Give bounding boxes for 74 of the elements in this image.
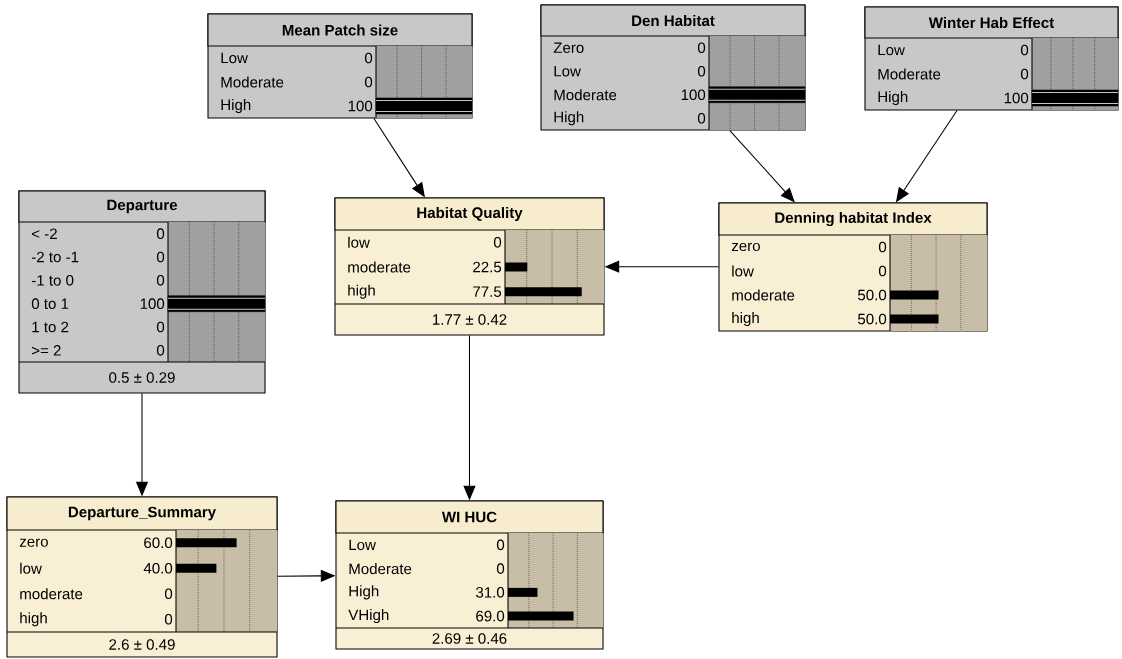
probability-value: 100 xyxy=(1004,92,1029,104)
probability-value: 0 xyxy=(496,539,505,551)
probability-value: 0 xyxy=(878,265,887,277)
probability-value: 69.0 xyxy=(476,610,505,622)
probability-value: 100 xyxy=(348,100,373,112)
state-label: Low xyxy=(221,52,248,64)
probability-value: 50.0 xyxy=(858,313,887,325)
probability-value: 0 xyxy=(364,76,373,88)
node-title: Den Habitat xyxy=(540,4,806,37)
node-title: Denning habitat Index xyxy=(718,202,988,236)
node-title: Winter Hab Effect xyxy=(864,6,1119,39)
probability-value: 0 xyxy=(156,321,165,333)
probability-value: 0 xyxy=(164,613,173,625)
probability-value: 0 xyxy=(164,588,173,600)
state-label: low xyxy=(348,236,370,248)
probability-value: 0 xyxy=(156,251,165,263)
probability-value: 100 xyxy=(140,298,165,309)
probability-value: 0 xyxy=(156,345,165,356)
state-label: Moderate xyxy=(554,89,617,101)
state-label: 1 to 2 xyxy=(32,321,69,333)
state-label: zero xyxy=(731,242,760,252)
probability-value: 77.5 xyxy=(473,286,502,297)
state-label: zero xyxy=(19,538,48,547)
state-label: 0 to 1 xyxy=(31,298,69,309)
state-label: moderate xyxy=(732,289,795,301)
probability-value: 0 xyxy=(156,228,165,239)
probability-value: 0 xyxy=(697,42,706,54)
state-label: Low xyxy=(878,44,905,56)
state-label: -1 to 0 xyxy=(31,275,74,286)
probability-value: 31.0 xyxy=(476,587,505,598)
mean-value: 0.5 ± 0.29 xyxy=(109,372,175,383)
state-label: moderate xyxy=(348,261,411,273)
mean-value: 1.77 ± 0.42 xyxy=(433,314,507,325)
state-label: Moderate xyxy=(878,68,941,80)
state-label: >= 2 xyxy=(32,345,61,356)
probability-value: 0 xyxy=(156,275,165,286)
state-label: High xyxy=(221,99,251,113)
state-label: low xyxy=(20,562,42,574)
probability-value: 0 xyxy=(496,563,505,574)
node-title: Habitat Quality xyxy=(334,197,605,231)
mean-value: 2.69 ± 0.46 xyxy=(432,633,507,644)
node-title: WI HUC xyxy=(335,500,604,534)
state-label: moderate xyxy=(20,588,83,600)
state-label: Moderate xyxy=(221,76,284,88)
probability-value: 0 xyxy=(1020,44,1029,56)
probability-value: 100 xyxy=(681,89,706,101)
state-label: -2 to -1 xyxy=(31,251,79,263)
state-label: Low xyxy=(554,66,581,77)
state-label: Low xyxy=(349,539,376,551)
state-label: High xyxy=(878,91,908,105)
state-label: < -2 xyxy=(32,228,57,239)
probability-value: 0 xyxy=(493,237,502,248)
state-label: Moderate xyxy=(349,563,412,575)
node-title: Departure xyxy=(18,190,266,223)
state-label: high xyxy=(348,284,375,299)
state-label: High xyxy=(349,585,379,600)
state-label: high xyxy=(732,311,759,326)
probability-value: 22.5 xyxy=(473,261,502,273)
state-label: low xyxy=(732,265,754,277)
probability-value: 40.0 xyxy=(143,562,173,574)
probability-value: 0 xyxy=(878,241,887,253)
state-label: Zero xyxy=(553,42,584,53)
probability-value: 0 xyxy=(364,52,373,64)
probability-value: 0 xyxy=(697,112,706,124)
probability-value: 0 xyxy=(697,65,706,77)
state-label: high xyxy=(20,612,47,627)
state-label: VHigh xyxy=(348,609,389,624)
state-label: High xyxy=(554,111,584,126)
node-title: Mean Patch size xyxy=(207,13,473,47)
node-title: Departure_Summary xyxy=(6,496,278,531)
probability-value: 60.0 xyxy=(144,537,173,549)
mean-value: 2.6 ± 0.49 xyxy=(109,639,175,650)
probability-value: 0 xyxy=(1020,68,1029,80)
probability-value: 50.0 xyxy=(858,289,887,301)
